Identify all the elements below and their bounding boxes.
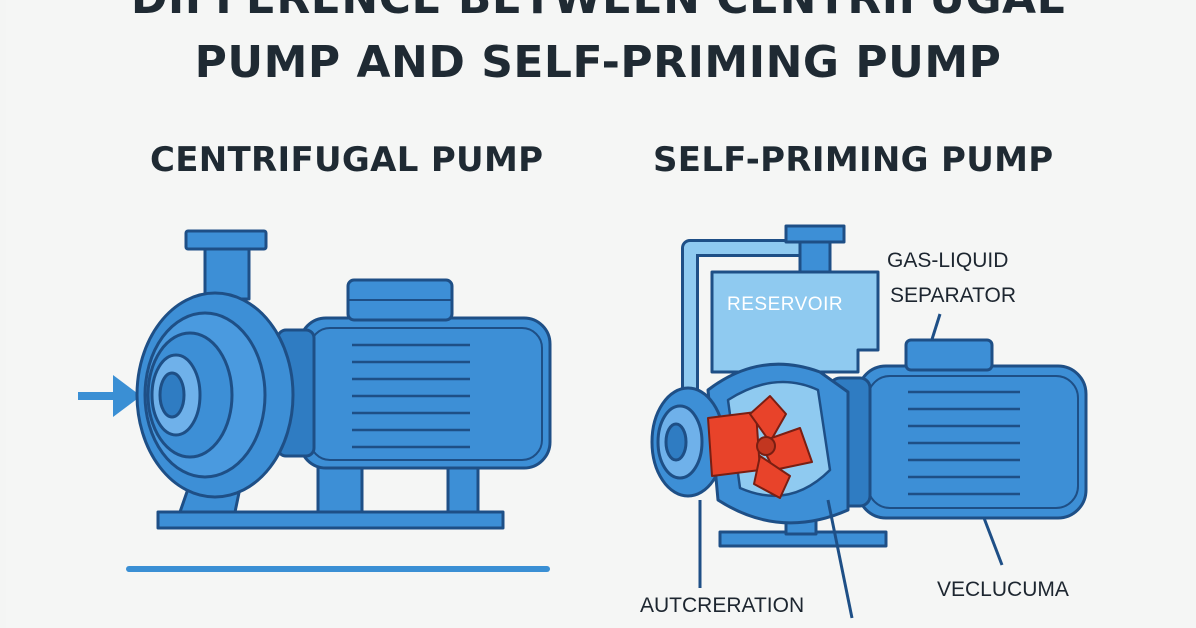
gas-liquid-separator-label-line-1: GAS-LIQUID <box>887 249 1009 272</box>
arrow-right-icon <box>78 375 141 417</box>
centrifugal-pump-heading: CENTRIFUGAL PUMP <box>150 140 544 180</box>
centrifugal-pump-illustration <box>78 229 552 572</box>
diagram-title-line-2: PUMP AND SELF-PRIMING PUMP <box>194 37 1002 88</box>
gas-liquid-separator-label-line-2: SEPARATOR <box>890 284 1017 307</box>
reservoir-label: RESERVOIR <box>727 294 844 315</box>
self-priming-pump-illustration <box>650 224 1088 619</box>
veclucuma-label: VECLUCUMA <box>937 578 1069 601</box>
diagram-title-line-1: DIFFERENCE BETWEEN CENTRIFUGAL <box>0 0 1196 24</box>
autcreration-label: AUTCRERATION <box>640 594 805 617</box>
self-priming-pump-heading: SELF-PRIMING PUMP <box>653 140 1054 180</box>
impeller-icon <box>707 395 813 499</box>
